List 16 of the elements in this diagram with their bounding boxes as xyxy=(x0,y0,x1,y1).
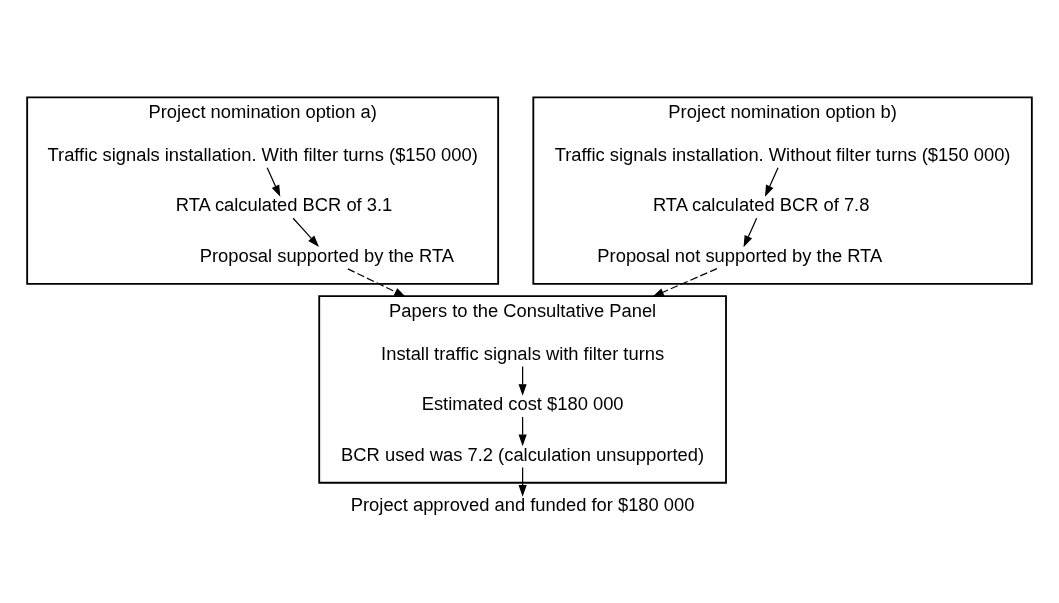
node-text: BCR used was 7.2 (calculation unsupported) xyxy=(341,443,705,465)
node-text: Install traffic signals with filter turns xyxy=(381,342,665,364)
node-text: Traffic signals installation. Without filter turns ($150 000) xyxy=(554,143,1011,165)
arrow xyxy=(266,167,281,197)
node-text: Proposal supported by the RTA xyxy=(199,244,454,266)
arrow xyxy=(347,268,406,297)
arrow xyxy=(652,268,718,297)
arrow xyxy=(292,217,320,247)
node-text: Traffic signals installation. With filter turns ($150 000) xyxy=(47,143,478,165)
node-text: Project approved and funded for $180 000 xyxy=(350,494,695,516)
node-text: RTA calculated BCR of 3.1 xyxy=(175,194,393,216)
node-text: RTA calculated BCR of 7.8 xyxy=(652,194,870,216)
arrow xyxy=(764,167,779,197)
arrow xyxy=(743,217,758,248)
node-text: Proposal not supported by the RTA xyxy=(597,244,883,266)
node-text: Estimated cost $180 000 xyxy=(421,393,624,415)
